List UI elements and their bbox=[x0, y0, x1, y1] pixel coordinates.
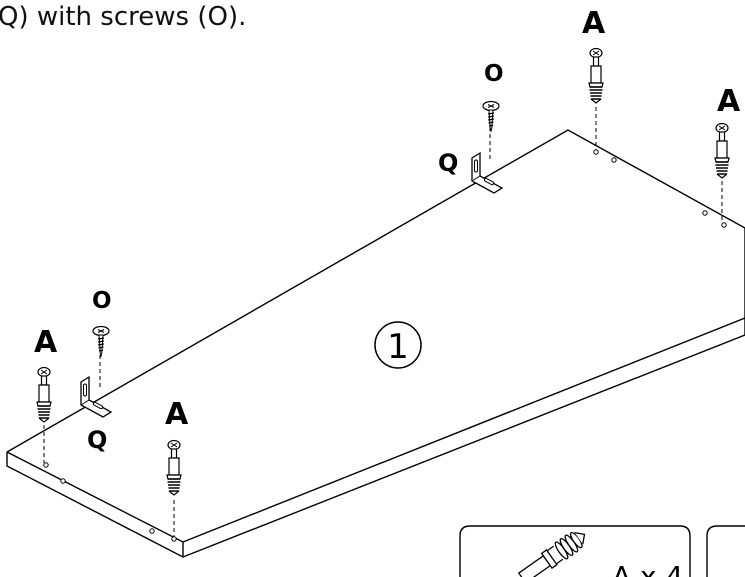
label-a-left: A bbox=[34, 325, 58, 360]
parts-count-label: A x 4 bbox=[612, 560, 683, 577]
label-q-top: Q bbox=[438, 149, 458, 177]
panel-number-badge: 1 bbox=[374, 321, 422, 369]
instruction-caption: Q) with screws (O). bbox=[0, 2, 247, 32]
cam-bolt-a-icon bbox=[517, 531, 586, 577]
label-a-front: A bbox=[165, 397, 189, 432]
panel-number-label: 1 bbox=[387, 327, 409, 367]
cam-bolt-a-top bbox=[588, 47, 604, 104]
parts-box-partial bbox=[706, 525, 745, 577]
cam-bolt-a-left bbox=[36, 366, 52, 423]
cam-bolt-a-right bbox=[714, 122, 730, 179]
label-q-left: Q bbox=[87, 426, 107, 454]
guide-lines bbox=[43, 107, 723, 537]
label-o-top: O bbox=[484, 61, 504, 87]
label-o-left: O bbox=[92, 288, 112, 314]
label-a-right: A bbox=[717, 84, 741, 119]
label-a-top: A bbox=[582, 6, 606, 41]
screw-o-top bbox=[482, 100, 500, 132]
screw-o-left bbox=[92, 325, 110, 357]
parts-box-a: A x 4 bbox=[459, 525, 691, 577]
